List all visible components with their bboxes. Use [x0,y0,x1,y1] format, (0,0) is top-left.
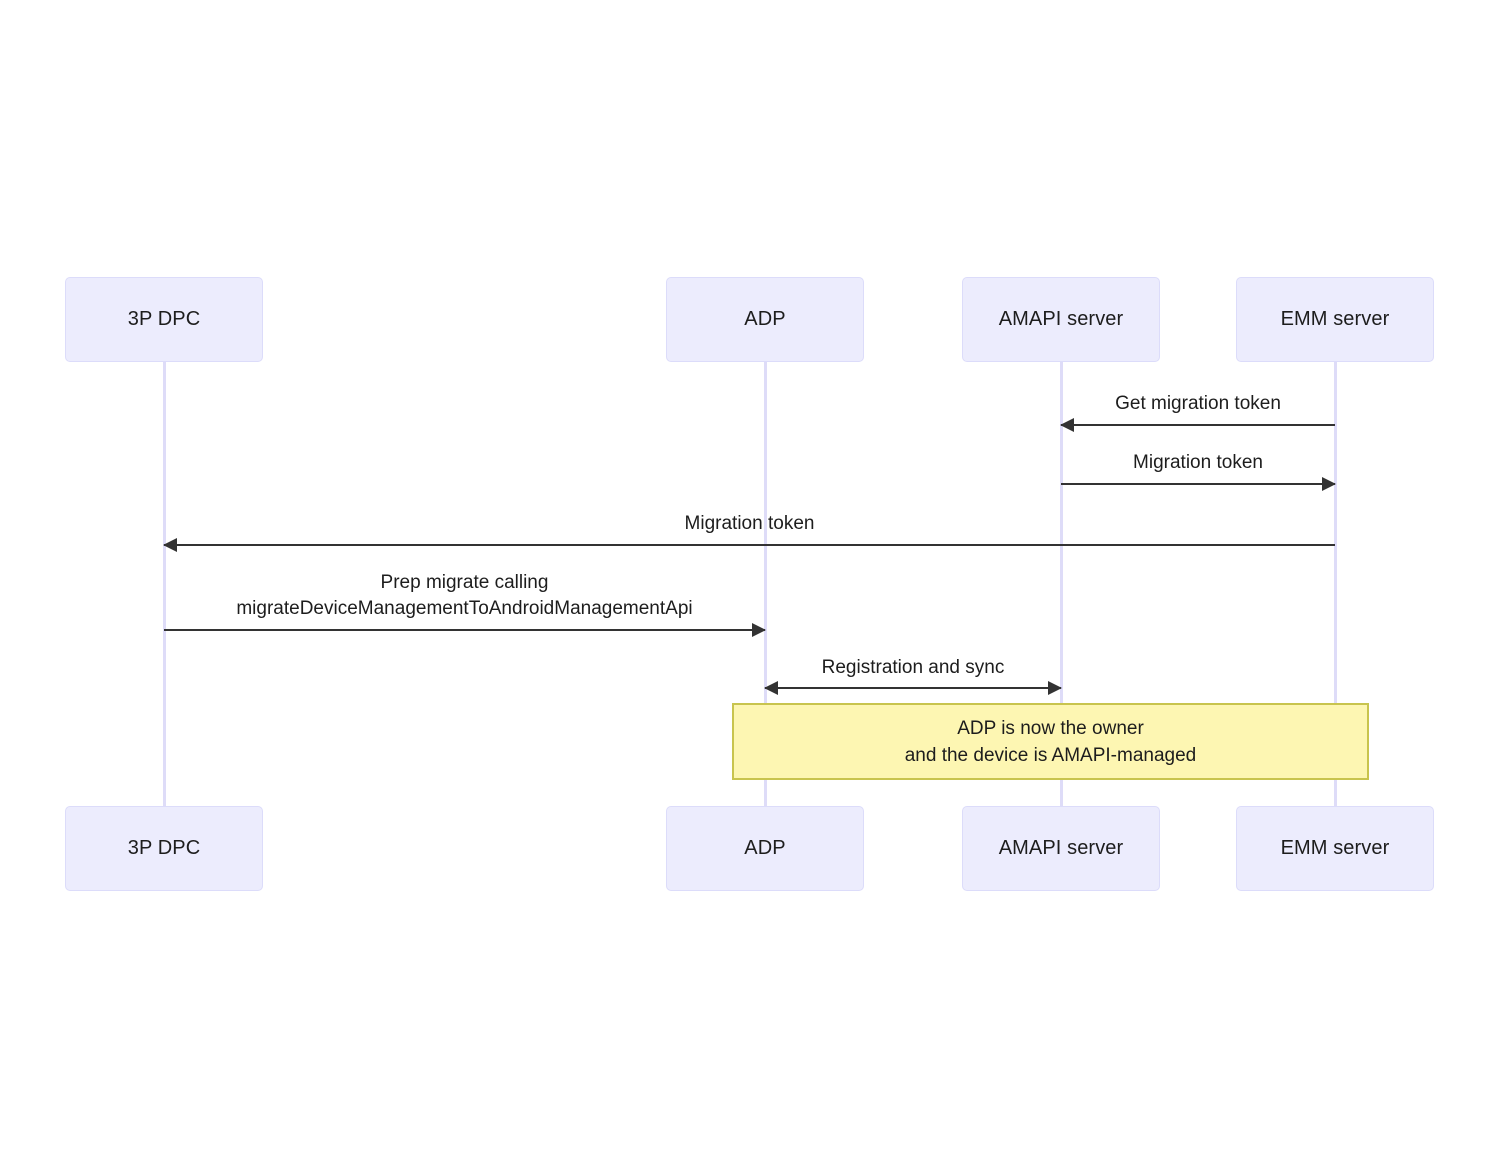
message-label-m3: Migration token [684,513,815,534]
actor-label: AMAPI server [998,308,1124,330]
message-m2[interactable] [1061,477,1336,491]
message-m5[interactable] [764,681,1062,695]
actor-label: 3P DPC [127,837,201,859]
actor-amapi-bottom[interactable]: AMAPI server [962,806,1160,891]
arrowhead-right-icon [1048,681,1062,695]
note-text: ADP is now the owner and the device is A… [904,717,1197,766]
actor-emm-bottom[interactable]: EMM server [1236,806,1434,891]
message-line [164,629,765,631]
message-line [1061,424,1335,426]
lifeline-amapi [1060,362,1063,806]
arrowhead-left-icon [1060,418,1074,432]
actor-amapi-top[interactable]: AMAPI server [962,277,1160,362]
arrowhead-left-icon [764,681,778,695]
note-n1: ADP is now the owner and the device is A… [732,703,1369,780]
actor-label: ADP [744,837,786,859]
message-label-m2: Migration token [1133,452,1263,473]
message-m4[interactable] [164,623,766,637]
message-line [164,544,1335,546]
actor-dpc-top[interactable]: 3P DPC [65,277,263,362]
message-m3[interactable] [163,538,1335,552]
actor-adp-top[interactable]: ADP [666,277,864,362]
actor-label: ADP [744,308,786,330]
lifeline-adp [764,362,767,806]
lifeline-emm [1334,362,1337,806]
actor-label: EMM server [1280,308,1390,330]
message-label-m5: Registration and sync [821,657,1005,678]
arrowhead-right-icon [1322,477,1336,491]
actor-adp-bottom[interactable]: ADP [666,806,864,891]
arrowhead-left-icon [163,538,177,552]
actor-emm-top[interactable]: EMM server [1236,277,1434,362]
lifeline-dpc [163,362,166,806]
message-m1[interactable] [1060,418,1335,432]
actor-label: 3P DPC [127,308,201,330]
actor-dpc-bottom[interactable]: 3P DPC [65,806,263,891]
message-label-m4: Prep migrate calling migrateDeviceManage… [236,572,693,619]
message-line [765,687,1061,689]
arrowhead-right-icon [752,623,766,637]
actor-label: EMM server [1280,837,1390,859]
actor-label: AMAPI server [998,837,1124,859]
message-line [1061,483,1335,485]
message-label-m1: Get migration token [1115,393,1281,414]
